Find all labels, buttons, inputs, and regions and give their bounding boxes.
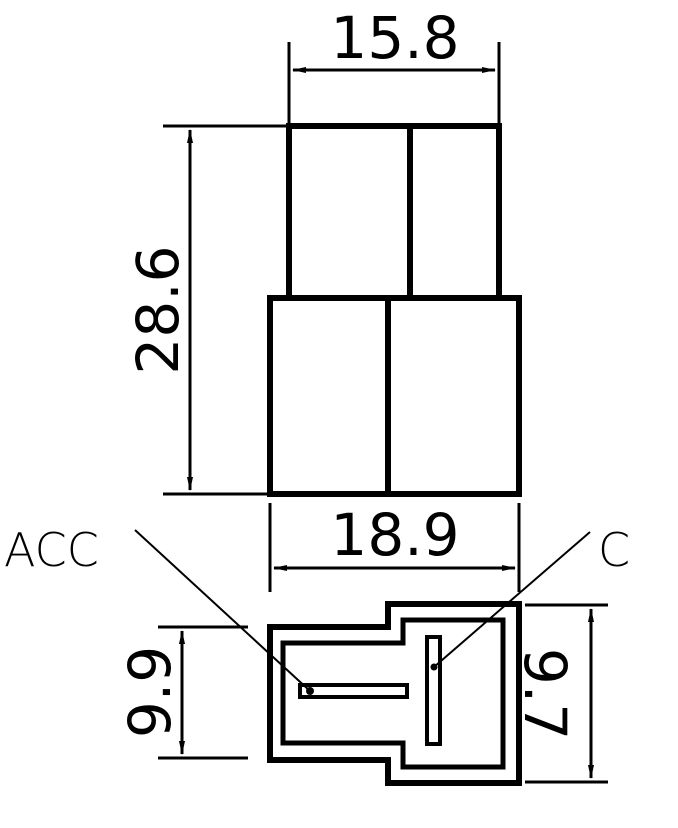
- leaders: [134, 529, 591, 695]
- acc-terminal-slot: [298, 683, 409, 699]
- dimension-label-right-depth: 9.7: [511, 648, 579, 740]
- acc-label: ACC: [4, 523, 99, 577]
- end-outer-shell: [267, 601, 522, 786]
- dimension-left-depth: [158, 625, 248, 760]
- front-view: [267, 123, 522, 497]
- end-view: [267, 601, 522, 786]
- dimension-label-bottom-width: 18.9: [330, 501, 459, 569]
- dimension-label-top-width: 15.8: [330, 4, 459, 72]
- dimension-top-width: [287, 42, 501, 126]
- dimension-bottom-width: [268, 503, 521, 592]
- c-leader-line: [433, 531, 591, 668]
- c-label: C: [598, 523, 630, 577]
- acc-leader-line: [134, 529, 311, 692]
- dimension-label-height: 28.6: [124, 245, 192, 374]
- top-body: [286, 123, 502, 301]
- end-inner-shell: [280, 617, 506, 770]
- c-terminal-slot: [425, 635, 442, 746]
- dimension-right-depth: [525, 603, 608, 784]
- bottom-body: [267, 295, 522, 497]
- dimension-label-left-depth: 9.9: [116, 646, 184, 738]
- dimension-height: [163, 124, 289, 496]
